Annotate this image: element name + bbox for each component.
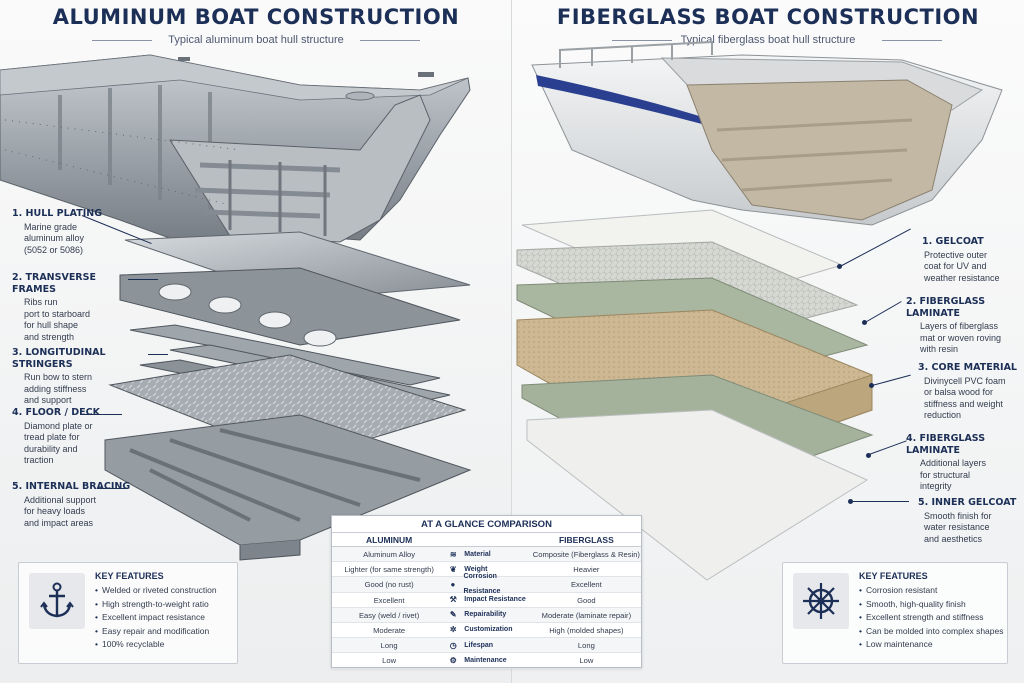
hammer-icon: ⚒	[449, 595, 457, 605]
list-item: 100% recyclable	[95, 638, 217, 652]
leader-line	[148, 354, 168, 355]
table-row: Moderate ✲Customization High (molded sha…	[332, 623, 641, 639]
callout-floor-deck: 4. FLOOR / DECK Diamond plate or tread p…	[12, 407, 100, 465]
fiberglass-hull-illustration	[516, 40, 1003, 581]
leader-dot	[869, 383, 874, 388]
callout-core-material: 3. CORE MATERIAL Divinycell PVC foam or …	[918, 362, 1017, 420]
list-item: Excellent impact resistance	[95, 611, 217, 625]
list-item: High strength-to-weight ratio	[95, 598, 217, 612]
list-item: Corrosion resistant	[859, 584, 1003, 598]
leader-line	[98, 488, 128, 489]
subtitle-rule	[360, 40, 420, 41]
features-title: KEY FEATURES	[95, 571, 164, 581]
leader-dot	[862, 320, 867, 325]
transverse-frames-layer	[119, 267, 461, 347]
subtitle-rule	[92, 40, 152, 41]
aluminum-key-features: KEY FEATURES Welded or riveted construct…	[18, 562, 238, 664]
features-list: Welded or riveted construction High stre…	[95, 584, 217, 652]
list-item: Easy repair and modification	[95, 625, 217, 639]
header-aluminum: ALUMINUM	[365, 535, 413, 545]
features-list: Corrosion resistant Smooth, high-quality…	[859, 584, 1004, 652]
droplet-icon: ●	[450, 579, 456, 589]
table-row: Easy (weld / rivet) ✎Repairability Moder…	[332, 607, 641, 623]
fiberglass-key-features: KEY FEATURES Corrosion resistant Smooth,…	[782, 562, 1008, 664]
table-row: Good (no rust) ●Corrosion Resistance Exc…	[332, 573, 641, 595]
header-fiberglass: FIBERGLASS	[558, 535, 614, 545]
subtitle-rule	[882, 40, 942, 41]
list-item: Can be molded into complex shapes	[859, 625, 1004, 639]
callout-longitudinal-stringers: 3. LONGITUDINAL STRINGERS Run bow to ste…	[12, 347, 106, 405]
ship-wheel-icon	[793, 573, 849, 629]
callout-inner-gelcoat: 5. INNER GELCOAT Smooth finish for water…	[918, 497, 1017, 544]
wrench-icon: ✎	[449, 610, 457, 620]
list-item: Low maintenance	[859, 638, 1003, 652]
comparison-title: AT A GLANCE COMPARISON	[332, 516, 641, 533]
leader-dot	[866, 453, 871, 458]
subtitle-rule	[612, 40, 672, 41]
gear-icon: ✲	[449, 625, 457, 635]
inner-gelcoat-layer	[526, 409, 869, 581]
table-row: Aluminum Alloy ≋Material Composite (Fibe…	[332, 547, 641, 563]
callout-fiberglass-laminate-2: 4. FIBERGLASS LAMINATE Additional layers…	[906, 433, 987, 491]
comparison-rows: Aluminum Alloy ≋Material Composite (Fibe…	[332, 547, 641, 669]
callout-hull-plating: 1. HULL PLATING Marine grade aluminum al…	[12, 208, 102, 255]
fiberglass-title: FIBERGLASS BOAT CONSTRUCTION	[556, 5, 980, 29]
comparison-header-row: ALUMINUM FIBERGLASS	[332, 533, 641, 547]
table-row: Lighter (for same strength) ❦Weight Heav…	[332, 562, 641, 578]
clock-icon: ◷	[449, 640, 457, 650]
table-row: Long ◷Lifespan Long	[332, 638, 641, 654]
leader-dot	[848, 499, 853, 504]
callout-gelcoat: 1. GELCOAT Protective outer coat for UV …	[922, 236, 1000, 283]
aluminum-panel: ALUMINUM BOAT CONSTRUCTION Typical alumi…	[0, 0, 512, 683]
leader-dot	[837, 264, 842, 269]
list-item: Excellent strength and stiffness	[859, 611, 1003, 625]
fiberglass-subtitle: Typical fiberglass boat hull structure	[680, 34, 856, 46]
callout-internal-bracing: 5. INTERNAL BRACING Additional support f…	[12, 481, 131, 528]
leader-line	[851, 501, 909, 502]
table-row: Excellent ⚒Impact Resistance Good	[332, 593, 641, 608]
settings-icon: ⚙	[449, 655, 457, 665]
callout-fiberglass-laminate: 2. FIBERGLASS LAMINATE Layers of fibergl…	[906, 296, 1002, 354]
feather-icon: ❦	[449, 564, 457, 574]
table-row: Low ⚙Maintenance Low	[332, 653, 641, 669]
internal-bracing-layer	[104, 414, 472, 561]
list-item: Welded or riveted construction	[95, 584, 217, 598]
leader-line	[82, 414, 122, 415]
features-title: KEY FEATURES	[859, 571, 928, 581]
comparison-table: AT A GLANCE COMPARISON ALUMINUM FIBERGLA…	[331, 515, 642, 669]
list-item: Smooth, high-quality finish	[859, 598, 1003, 612]
aluminum-title: ALUMINUM BOAT CONSTRUCTION	[52, 5, 460, 29]
aluminum-subtitle: Typical aluminum boat hull structure	[168, 34, 344, 46]
aluminum-hull	[0, 54, 471, 261]
layers-icon: ≋	[449, 549, 457, 559]
aluminum-hull-illustration	[0, 54, 472, 561]
callout-transverse-frames: 2. TRANSVERSE FRAMES Ribs run port to st…	[12, 272, 96, 342]
anchor-icon	[29, 573, 85, 629]
fiberglass-hull	[531, 40, 1003, 226]
leader-line	[128, 279, 158, 280]
